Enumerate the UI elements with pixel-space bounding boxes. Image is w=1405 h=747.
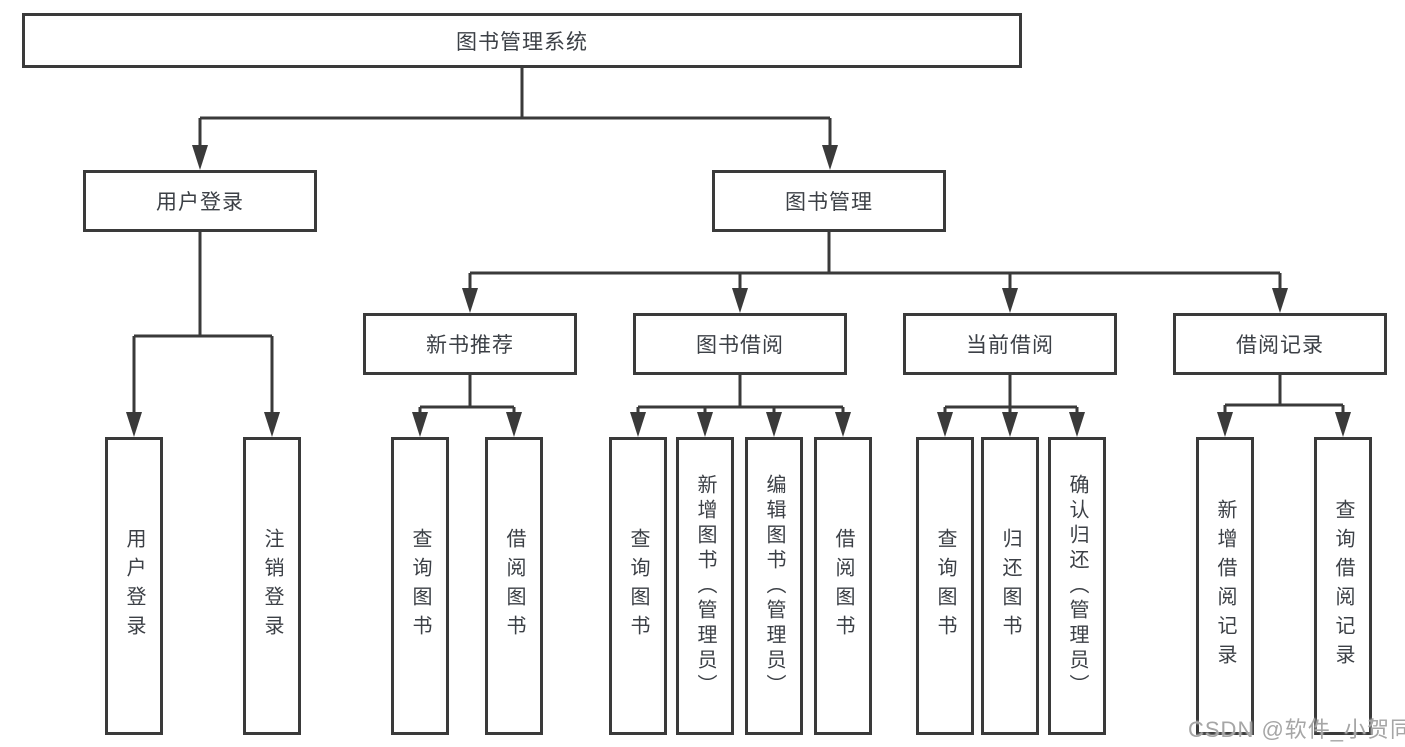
node-label: 借阅图书 — [503, 528, 525, 644]
node-label: 确认归还（管理员） — [1066, 473, 1088, 699]
connector-user-login-to-leaves — [126, 232, 280, 437]
node-book-borrow: 图书借阅 — [633, 313, 847, 375]
connector-book-management-to-level3 — [462, 232, 1288, 313]
node-label: 当前借阅 — [966, 334, 1054, 357]
node-label: 注销登录 — [261, 528, 283, 644]
node-borrow-record: 借阅记录 — [1173, 313, 1387, 375]
connector-borrow-record-to-leaves — [1217, 375, 1351, 437]
node-label: 新增借阅记录 — [1214, 499, 1236, 673]
node-leaf-logout: 注销登录 — [243, 437, 301, 735]
node-leaf-add-book-admin: 新增图书（管理员） — [676, 437, 734, 735]
node-label: 用户登录 — [123, 528, 145, 644]
node-leaf-borrow-books-1: 借阅图书 — [485, 437, 543, 735]
node-label: 借阅记录 — [1236, 334, 1324, 357]
node-root-library-system: 图书管理系统 — [22, 13, 1022, 68]
node-leaf-query-books-3: 查询图书 — [916, 437, 974, 735]
connector-new-book-to-leaves — [412, 375, 522, 437]
node-user-login-branch: 用户登录 — [83, 170, 317, 232]
node-leaf-query-books-2: 查询图书 — [609, 437, 667, 735]
node-label: 归还图书 — [999, 528, 1021, 644]
node-leaf-edit-book-admin: 编辑图书（管理员） — [745, 437, 803, 735]
node-current-borrow: 当前借阅 — [903, 313, 1117, 375]
csdn-watermark: CSDN @软件_小贺同学 — [1188, 717, 1405, 742]
node-leaf-return-book: 归还图书 — [981, 437, 1039, 735]
node-label: 查询图书 — [627, 528, 649, 644]
node-label: 用户登录 — [156, 191, 244, 214]
node-label: 新书推荐 — [426, 334, 514, 357]
connector-current-borrow-to-leaves — [937, 375, 1085, 437]
connector-root-to-level2 — [192, 68, 838, 170]
node-leaf-add-borrow-record: 新增借阅记录 — [1196, 437, 1254, 735]
node-label: 编辑图书（管理员） — [763, 473, 785, 699]
node-label: 查询图书 — [934, 528, 956, 644]
node-label: 图书借阅 — [696, 334, 784, 357]
node-label: 图书管理系统 — [456, 30, 588, 54]
node-book-management: 图书管理 — [712, 170, 946, 232]
node-label: 新增图书（管理员） — [694, 473, 716, 699]
node-label: 借阅图书 — [832, 528, 854, 644]
node-leaf-user-login: 用户登录 — [105, 437, 163, 735]
node-leaf-borrow-books-2: 借阅图书 — [814, 437, 872, 735]
node-leaf-query-books-1: 查询图书 — [391, 437, 449, 735]
node-leaf-confirm-return-admin: 确认归还（管理员） — [1048, 437, 1106, 735]
node-leaf-query-borrow-record: 查询借阅记录 — [1314, 437, 1372, 735]
node-label: 查询借阅记录 — [1332, 499, 1354, 673]
connector-book-borrow-to-leaves — [630, 375, 851, 437]
node-new-book-recommend: 新书推荐 — [363, 313, 577, 375]
node-label: 图书管理 — [785, 191, 873, 214]
node-label: 查询图书 — [409, 528, 431, 644]
